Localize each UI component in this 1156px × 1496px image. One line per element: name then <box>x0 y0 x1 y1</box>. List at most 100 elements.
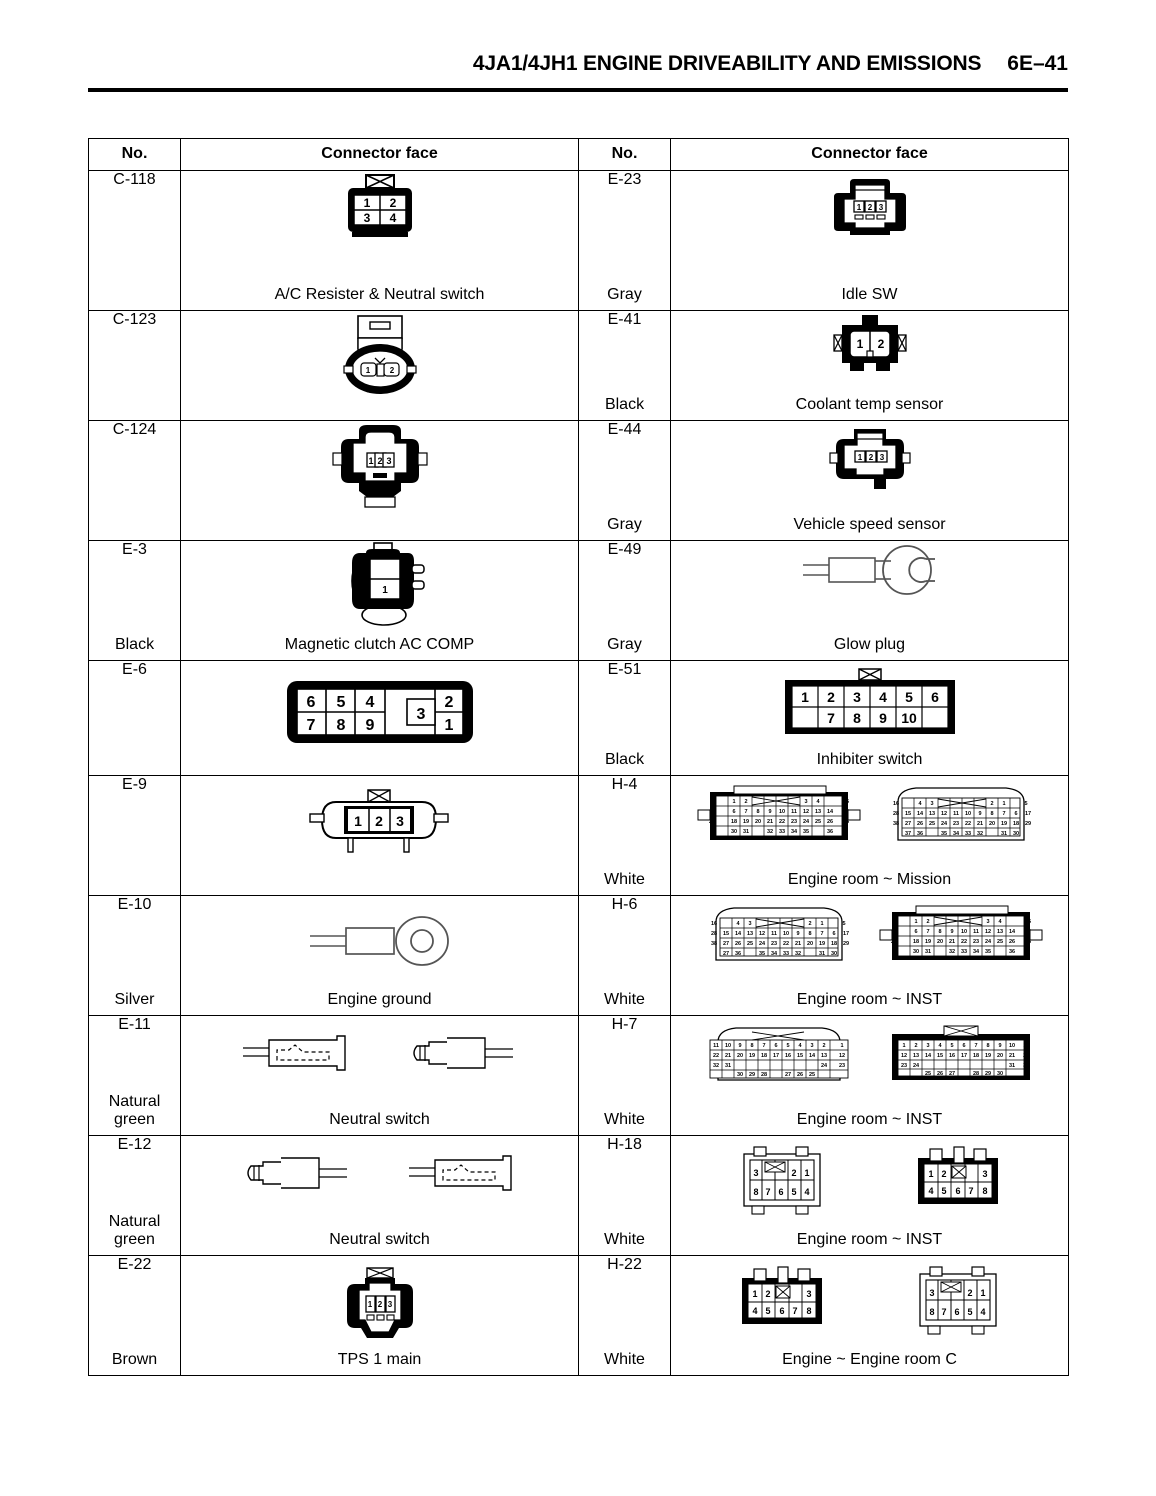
table-row: E-22 Brown 1 <box>88 1255 1069 1376</box>
svg-text:3: 3 <box>416 706 425 723</box>
svg-text:11: 11 <box>791 809 797 815</box>
svg-text:35: 35 <box>802 829 808 835</box>
column-header-no-right: No. <box>578 138 671 171</box>
svg-text:2: 2 <box>744 799 747 805</box>
svg-text:2: 2 <box>941 1169 946 1179</box>
svg-text:16: 16 <box>842 799 848 805</box>
svg-text:5: 5 <box>1024 801 1027 807</box>
connector-id: E-49 <box>607 541 642 558</box>
svg-text:19: 19 <box>748 1053 754 1059</box>
svg-text:30: 30 <box>912 949 918 955</box>
svg-text:28: 28 <box>892 811 898 817</box>
svg-text:22: 22 <box>778 819 784 825</box>
connector-diagram-e3: 1 <box>181 541 578 627</box>
svg-text:8: 8 <box>336 717 345 734</box>
page-number: 6E–41 <box>1007 52 1068 75</box>
svg-text:11: 11 <box>1023 1043 1029 1049</box>
svg-text:24: 24 <box>820 1063 827 1069</box>
svg-text:19: 19 <box>1000 821 1006 827</box>
svg-text:4: 4 <box>928 1186 933 1196</box>
svg-text:23: 23 <box>790 819 796 825</box>
connector-face-cell: 1 2 3 TPS 1 main <box>180 1255 579 1376</box>
svg-text:2: 2 <box>926 919 929 925</box>
svg-text:10: 10 <box>960 929 966 935</box>
svg-text:1: 1 <box>902 1043 905 1049</box>
svg-text:30: 30 <box>996 1071 1002 1077</box>
connector-label: Engine room ~ INST <box>796 990 943 1008</box>
svg-text:19: 19 <box>924 939 930 945</box>
svg-text:1: 1 <box>1002 801 1005 807</box>
svg-text:8: 8 <box>750 1043 753 1049</box>
connector-color: Brown <box>111 1351 158 1369</box>
svg-text:26: 26 <box>916 821 922 827</box>
color-line-2: green <box>114 1231 155 1249</box>
table-row: C-118 1 2 <box>88 170 1069 311</box>
connector-face-cell: 1 2 3 Idle SW <box>670 170 1069 311</box>
svg-text:28: 28 <box>1024 929 1030 935</box>
svg-text:3: 3 <box>929 1288 934 1298</box>
svg-text:35: 35 <box>940 831 946 837</box>
svg-text:8: 8 <box>756 809 759 815</box>
connector-diagram-c124: 1 2 3 <box>181 421 578 513</box>
svg-text:6: 6 <box>954 1307 959 1317</box>
column-header-face-left: Connector face <box>180 138 579 171</box>
connector-color: Black <box>604 396 645 414</box>
svg-text:6: 6 <box>774 1043 777 1049</box>
svg-text:7: 7 <box>762 1043 765 1049</box>
svg-text:38: 38 <box>842 819 848 825</box>
svg-text:3: 3 <box>879 453 884 462</box>
svg-text:33: 33 <box>778 829 784 835</box>
svg-text:4: 4 <box>938 1043 942 1049</box>
svg-text:8: 8 <box>929 1307 934 1317</box>
svg-text:1: 1 <box>365 366 370 375</box>
svg-text:9: 9 <box>879 710 887 726</box>
connector-diagram-e23: 1 2 3 <box>671 171 1068 251</box>
connector-no-cell: E-3 Black <box>88 540 181 661</box>
svg-text:18: 18 <box>760 1053 766 1059</box>
svg-text:20: 20 <box>996 1053 1002 1059</box>
svg-text:13: 13 <box>814 809 820 815</box>
svg-text:1: 1 <box>914 919 917 925</box>
svg-text:14: 14 <box>826 809 833 815</box>
connector-no-cell: H-7 White <box>578 1015 671 1136</box>
svg-text:7: 7 <box>1002 811 1005 817</box>
svg-text:8: 8 <box>990 811 993 817</box>
table-row: C-123 <box>88 310 1069 421</box>
svg-text:5: 5 <box>967 1307 972 1317</box>
connector-no-cell: E-41 Black <box>578 310 671 421</box>
svg-text:12: 12 <box>802 809 808 815</box>
connector-id: H-6 <box>611 896 638 913</box>
svg-text:26: 26 <box>936 1071 942 1077</box>
svg-text:10: 10 <box>901 710 917 726</box>
svg-text:28: 28 <box>842 809 848 815</box>
connector-color: White <box>604 991 645 1009</box>
svg-text:35: 35 <box>984 949 990 955</box>
connector-id: H-22 <box>607 1256 642 1273</box>
svg-text:2: 2 <box>375 813 383 829</box>
svg-text:27: 27 <box>948 1071 954 1077</box>
connector-color: Gray <box>607 286 642 304</box>
svg-text:19: 19 <box>742 819 748 825</box>
color-line-1: Natural <box>108 1093 161 1111</box>
page-header: 4JA1/4JH1 ENGINE DRIVEABILITY AND EMISSI… <box>88 52 1068 76</box>
svg-text:2: 2 <box>389 366 394 375</box>
svg-text:1: 1 <box>363 196 370 210</box>
svg-text:20: 20 <box>754 819 760 825</box>
connector-id: H-7 <box>611 1016 638 1033</box>
svg-text:7: 7 <box>926 929 929 935</box>
connector-face-cell: 1 2 3 Vehicle speed sensor <box>670 420 1069 541</box>
connector-color: White <box>604 1351 645 1369</box>
svg-text:7: 7 <box>941 1307 946 1317</box>
svg-text:6: 6 <box>778 1187 783 1197</box>
connector-face-cell: 1 2 <box>180 310 579 421</box>
svg-text:21: 21 <box>794 941 800 947</box>
svg-text:22: 22 <box>964 821 970 827</box>
svg-text:20: 20 <box>936 939 942 945</box>
svg-text:2: 2 <box>990 801 993 807</box>
svg-text:6: 6 <box>955 1186 960 1196</box>
svg-text:16: 16 <box>948 1053 954 1059</box>
svg-text:3: 3 <box>926 1043 929 1049</box>
svg-text:14: 14 <box>808 1053 815 1059</box>
svg-text:25: 25 <box>928 821 934 827</box>
svg-text:18: 18 <box>730 819 736 825</box>
